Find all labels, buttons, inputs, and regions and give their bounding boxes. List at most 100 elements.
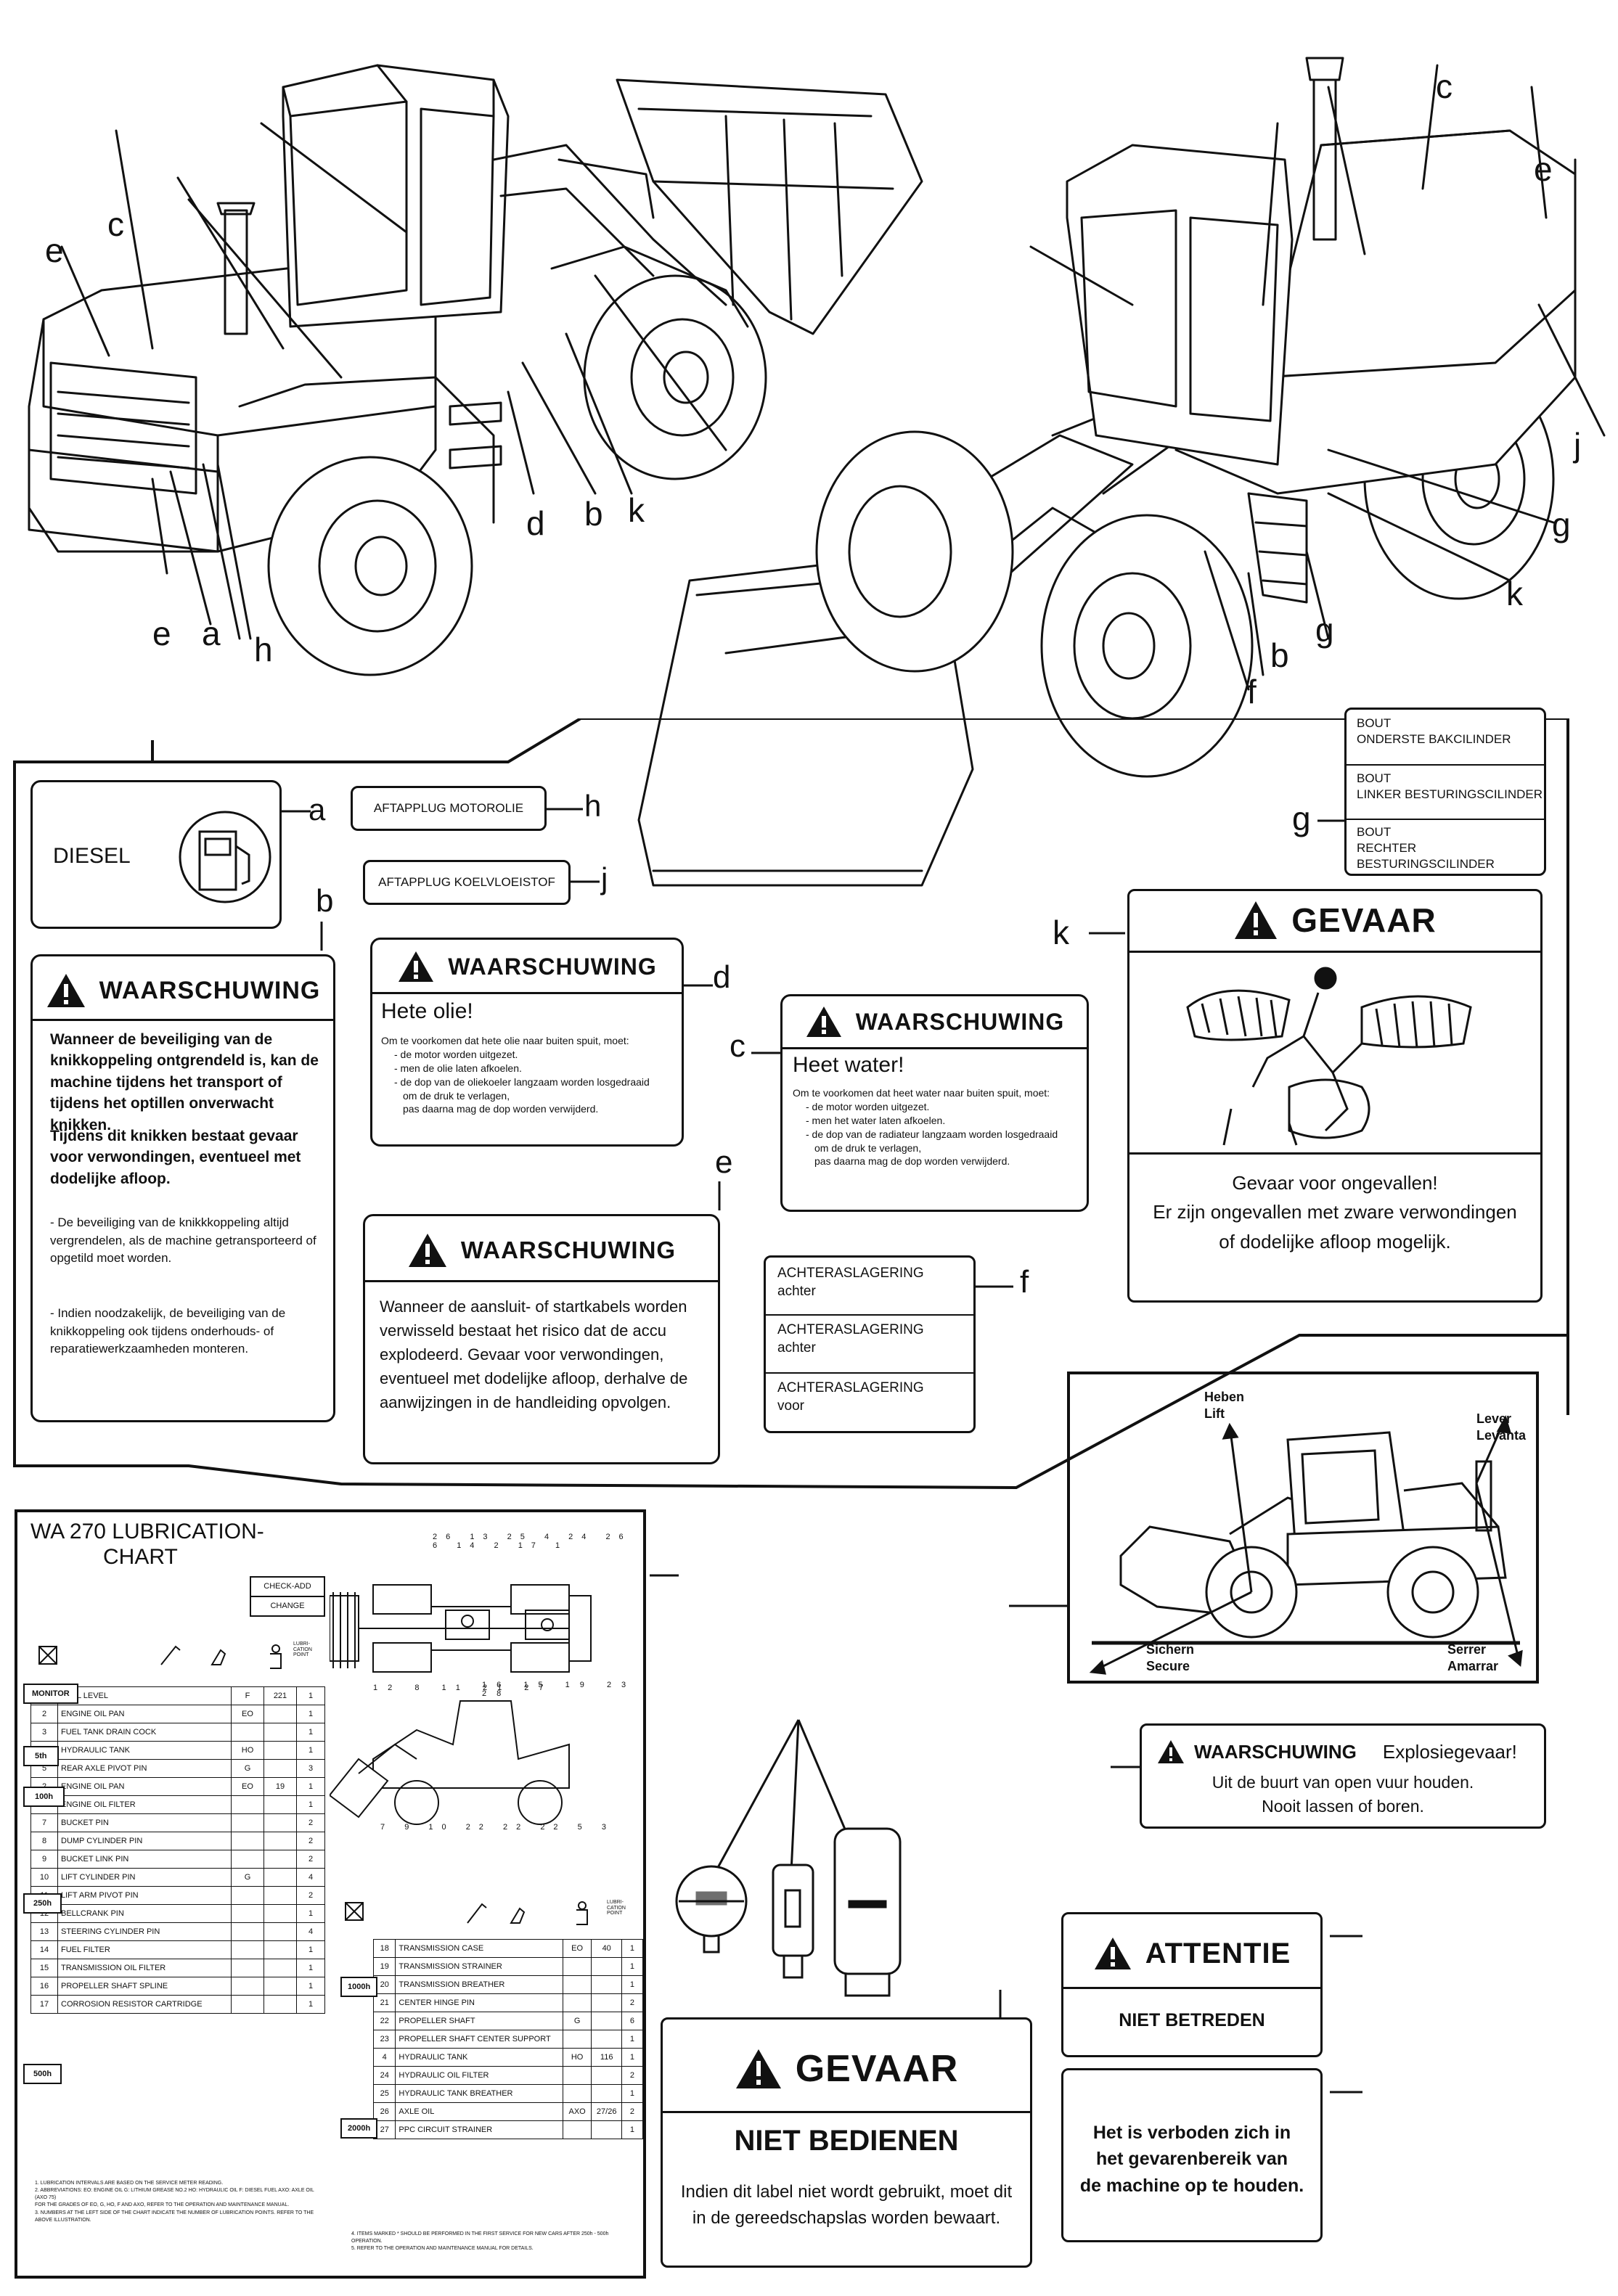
label-e-header: WAARSCHUWING [365,1232,718,1268]
lub-item-oil [231,1995,264,2014]
lub-item-name: CENTER HINGE PIN [395,1993,563,2012]
label-f-row-3-line-2: voor [777,1398,804,1414]
lub-item-oil: F [231,1686,264,1705]
leader-f [976,1285,1013,1288]
callout-e-right: e [1534,150,1553,188]
gevaar-bedienen-line-2: in de gereedschapslas worden bewaart. [692,2208,1001,2228]
lub-item-name: ENGINE OIL PAN [57,1705,232,1723]
lub-item-oil: G [231,1868,264,1887]
divider [1129,1152,1540,1155]
gevaar-bedienen-line-1: Indien dit label niet wordt gebruikt, mo… [680,2182,1013,2202]
callout-c-right: c [1436,67,1452,105]
serrer-label-es: Amarrar [1447,1659,1499,1674]
verboden-line-2: het gevarenbereik van [1095,2149,1288,2170]
num: 28 [482,1689,512,1698]
leader-lift [1009,1604,1067,1607]
interval-100h: 100h [23,1787,65,1807]
label-k-text: Gevaar voor ongevallen! Er zijn ongevall… [1129,1168,1540,1256]
label-c-line-6: pas daarna mag de dop worden verwijderd. [814,1155,1010,1168]
lub-item-points: 1 [621,1939,644,1958]
label-g-row-3-line-1: BOUT [1357,825,1392,839]
lub-item-oil [231,1813,264,1832]
gevaar-bedienen-text: Indien dit label niet wordt gebruikt, mo… [663,2179,1030,2231]
divider [663,2111,1030,2113]
num: 6 [433,1541,446,1550]
lub-item-name: TRANSMISSION CASE [395,1939,563,1958]
warning-triangle-icon [1235,901,1278,939]
label-c-line-5: om de druk te verlagen, [814,1141,922,1154]
num: 7 [380,1823,394,1832]
label-c-heading: WAARSCHUWING [855,1008,1065,1035]
lub-item-points: 1 [296,1686,325,1705]
divider [1347,819,1544,820]
leader-explosion [1111,1766,1140,1768]
lub-item-qty [263,1922,297,1941]
verboden-line-3: de machine op te houden. [1079,2175,1304,2196]
lub-item-name: CORROSION RESISTOR CARTRIDGE [57,1995,232,2014]
num: 13 [470,1533,497,1541]
label-j-text: AFTAPPLUG KOELVLOEISTOF [378,875,555,889]
divider [372,992,682,994]
label-j-aftapplug-koelvloeistof: AFTAPPLUG KOELVLOEISTOF [363,860,571,905]
lub-item-qty [263,1795,297,1814]
lub-item-points: 2 [621,2102,644,2121]
lub-item-number: 3 [30,1723,58,1742]
lub-item-oil [231,1832,264,1850]
label-k-heading: GEVAAR [1291,901,1437,939]
gevaar-bedienen-heading: GEVAAR [795,2048,959,2090]
lub-item-name: PROPELLER SHAFT [395,2012,563,2030]
lub-item-qty [263,1886,297,1905]
leader-d [684,984,713,987]
label-a-diesel: DIESEL [30,780,282,929]
label-c-line-3: - men het water laten afkoelen. [806,1114,946,1126]
lub-item-oil: EO [231,1777,264,1796]
label-sheet-outline [13,718,1569,1490]
lub-item-number: 7 [30,1813,58,1832]
callout-j-right: j [1574,426,1582,464]
lub-item-qty: 221 [263,1686,297,1705]
label-k-line-1: Gevaar voor ongevallen! [1232,1172,1438,1194]
leader-g [1317,819,1344,822]
label-b-waarschuwing-knikkoppeling: WAARSCHUWING Wanneer de beveiliging van … [30,954,335,1422]
lub-item-points: 2 [296,1850,325,1869]
label-c-heet-water: WAARSCHUWING Heet water! Om te voorkomen… [780,994,1089,1212]
lub-notes-left: 1. LUBRICATION INTERVALS ARE BASED ON TH… [35,2180,325,2224]
lub-item-qty [263,1705,297,1723]
callout-e-left-top: e [45,231,64,269]
lub-item-points: 1 [296,1795,325,1814]
label-b-header: WAARSCHUWING [33,972,333,1009]
label-f-row-2-line-2: achter [777,1340,816,1356]
divider [766,1372,973,1374]
interval-1000h: 1000h [340,1977,378,1997]
lub-item-points: 2 [296,1813,325,1832]
lub-right-header: LUBRI-CATION POINT [337,1895,642,1932]
divider [1129,951,1540,953]
label-g-row-3-line-2: RECHTER BESTURINGSCILINDER [1357,841,1495,872]
callout-c-left: c [107,205,124,243]
callout-g: g [1292,800,1311,837]
lub-item-qty [263,1959,297,1977]
lub-item-points: 1 [296,1705,325,1723]
leader-j [571,880,600,883]
label-k-line-3: of dodelijke afloop mogelijk. [1219,1230,1451,1252]
lub-item-oil [231,1977,264,1996]
secure-label-en: Secure [1146,1659,1190,1674]
gevaar-bedienen-subheading: NIET BEDIENEN [734,2125,959,2157]
leader-verboden [1330,2091,1362,2094]
leader-a [282,810,311,813]
serrer-label: Serrer Amarrar [1447,1641,1498,1676]
lub-item-oil: G [562,2012,592,2030]
label-f-row-1-line-2: achter [777,1283,816,1299]
warning-triangle-icon [399,951,434,982]
lub-item-qty [263,1813,297,1832]
lub-item-points: 1 [296,1723,325,1742]
lub-item-oil [562,2120,592,2139]
explosion-header: WAARSCHUWING Explosiegevaar! [1156,1739,1517,1765]
explosion-line-1: Uit de buurt van open vuur houden. [1212,1773,1474,1792]
callout-b: b [316,883,334,919]
